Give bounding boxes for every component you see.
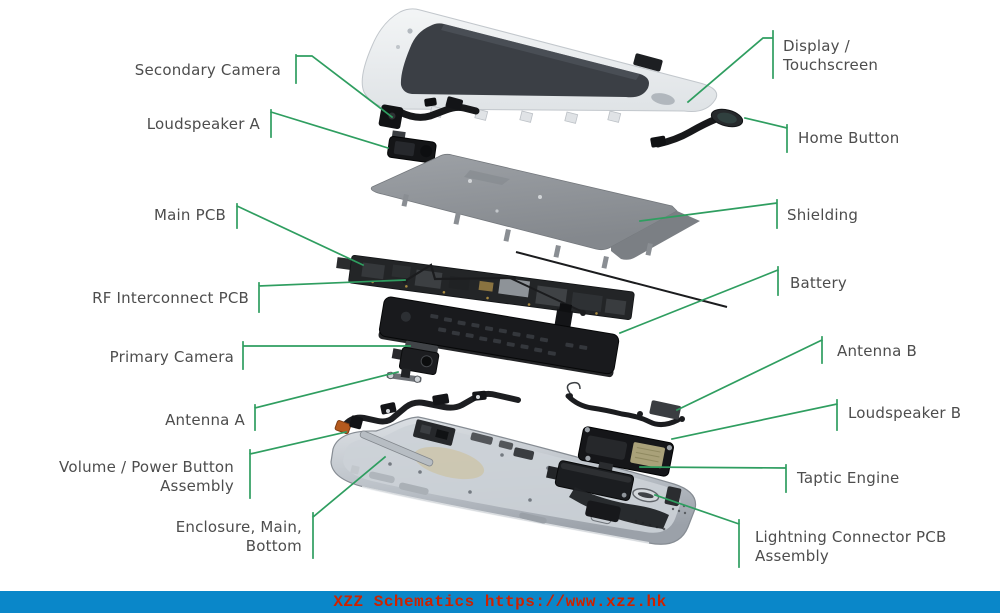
part-main-pcb xyxy=(336,254,635,320)
part-loudspeaker-a xyxy=(387,130,437,164)
label-loudspeaker-b: Loudspeaker B xyxy=(848,404,962,422)
part-volume-power-button-assembly xyxy=(334,390,521,467)
part-taptic-engine xyxy=(546,460,635,501)
part-enclosure-main-bottom xyxy=(330,416,697,545)
leader-loudspeaker-b xyxy=(670,399,839,441)
leader-home-button xyxy=(743,116,789,153)
label-rf-interconnect-pcb: RF Interconnect PCB xyxy=(92,289,249,307)
leader-antenna-a xyxy=(253,370,400,431)
leader-battery xyxy=(618,266,780,335)
part-loudspeaker-b xyxy=(577,426,674,477)
leader-taptic-engine xyxy=(639,464,787,493)
leader-lines xyxy=(235,30,839,568)
part-primary-camera xyxy=(391,340,440,376)
watermark-bar: XZZ Schematics https://www.xzz.hk xyxy=(0,591,1000,613)
label-secondary-camera: Secondary Camera xyxy=(134,61,281,79)
volume-flex-orange-connector xyxy=(334,420,352,435)
label-antenna-a: Antenna A xyxy=(165,411,245,429)
label-display-touchscreen: Display / Touchscreen xyxy=(783,37,879,74)
enclosure-top-connector xyxy=(413,419,456,446)
part-lightning-connector-assembly xyxy=(569,486,682,529)
label-main-pcb: Main PCB xyxy=(154,206,226,224)
leader-primary-camera xyxy=(242,341,411,370)
part-antenna-a xyxy=(386,367,422,383)
part-home-button xyxy=(650,108,744,148)
leader-main-pcb xyxy=(235,203,365,267)
leader-enclosure xyxy=(311,455,387,559)
home-button-cutout xyxy=(651,93,675,105)
leader-display xyxy=(686,30,774,104)
label-loudspeaker-a: Loudspeaker A xyxy=(146,115,260,133)
leader-secondary-camera xyxy=(295,54,394,119)
label-lightning-connector: Lightning Connector PCB Assembly xyxy=(755,528,947,565)
label-taptic-engine: Taptic Engine xyxy=(797,469,900,487)
label-antenna-b: Antenna B xyxy=(837,342,917,360)
part-battery xyxy=(378,296,620,378)
label-shielding: Shielding xyxy=(787,206,859,224)
display-flex-connector xyxy=(633,53,663,72)
leader-rf-interconnect-pcb xyxy=(258,279,406,313)
label-enclosure-main-bottom: Enclosure, Main, Bottom xyxy=(175,518,302,555)
button-bracket-bar xyxy=(359,430,434,467)
leader-antenna-b xyxy=(675,336,824,412)
leader-lightning-connector xyxy=(653,493,741,568)
label-primary-camera: Primary Camera xyxy=(109,348,234,366)
label-home-button: Home Button xyxy=(798,129,900,147)
leader-loudspeaker-a xyxy=(269,109,390,150)
part-display-touchscreen xyxy=(361,8,718,124)
leader-shielding xyxy=(639,199,778,229)
label-volume-power-button: Volume / Power Button Assembly xyxy=(59,458,234,495)
watermark-text: XZZ Schematics https://www.xzz.hk xyxy=(333,593,667,611)
leader-volume-power xyxy=(248,430,348,499)
part-shielding xyxy=(370,153,700,269)
part-antenna-b xyxy=(565,381,685,428)
enclosure-adhesive-pad xyxy=(413,446,485,480)
label-battery: Battery xyxy=(790,274,847,292)
part-rf-interconnect-pcb xyxy=(402,251,728,316)
